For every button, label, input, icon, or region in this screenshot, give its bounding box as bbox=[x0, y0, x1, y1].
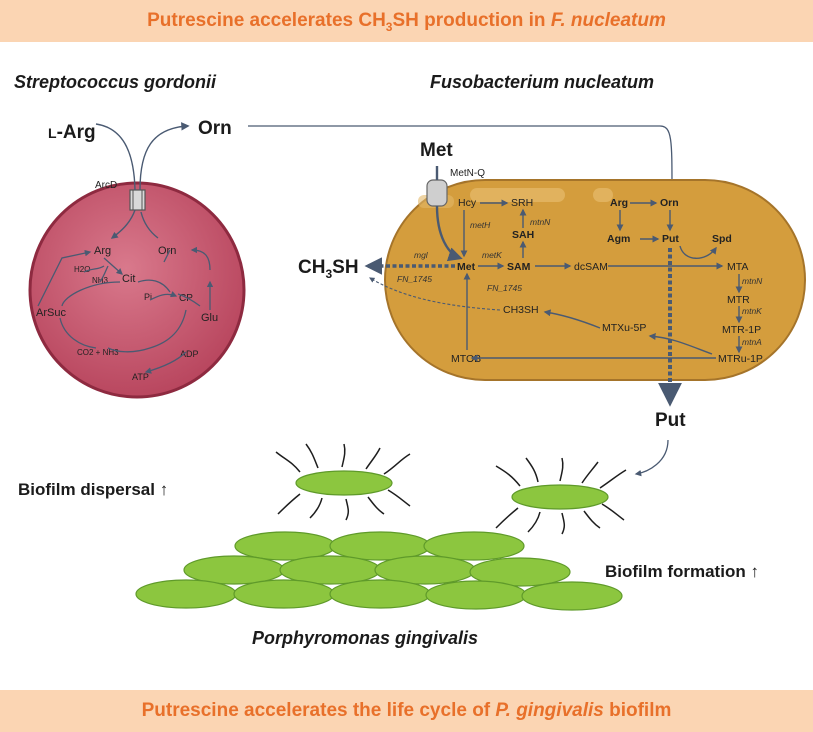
fn-ch3sh: CH3SH bbox=[503, 304, 539, 316]
sg-cp: CP bbox=[179, 293, 193, 304]
fn-enzyme-mtnk: mtnK bbox=[742, 306, 762, 316]
fn-enzyme-fn1745a: FN_1745 bbox=[397, 274, 432, 284]
fn-srh: SRH bbox=[511, 197, 533, 209]
top-banner-species: F. nucleatum bbox=[550, 10, 666, 31]
bottom-banner-species: P. gingivalis bbox=[495, 700, 604, 721]
bottom-banner: Putrescine accelerates the life cycle of… bbox=[0, 690, 813, 732]
fn-dcsam: dcSAM bbox=[574, 261, 608, 273]
biofilm-dispersal-label: Biofilm dispersal ↑ bbox=[18, 480, 169, 499]
top-banner-text-a: Putrescine accelerates CH bbox=[147, 10, 386, 31]
sg-arsuc: ArSuc bbox=[36, 307, 66, 319]
dispersing-bacterium-fimbriae bbox=[275, 443, 627, 535]
sg-co2nh3: CO2 + NH3 bbox=[77, 348, 119, 357]
fn-enzyme-mtnn2: mtnN bbox=[742, 276, 763, 286]
metnq-transporter-icon bbox=[426, 179, 448, 207]
top-banner: Putrescine accelerates CH3SH production … bbox=[0, 0, 813, 42]
pgingivalis-title: Porphyromonas gingivalis bbox=[252, 628, 479, 648]
fnucleatum-cell bbox=[384, 179, 806, 381]
top-banner-sub: 3 bbox=[385, 19, 393, 34]
arcd-label: ArcD bbox=[95, 180, 117, 191]
sg-arg: Arg bbox=[94, 245, 111, 257]
fn-enzyme-mtna: mtnA bbox=[742, 337, 762, 347]
fn-enzyme-mtnn: mtnN bbox=[530, 217, 551, 227]
fn-sah: SAH bbox=[512, 229, 534, 241]
met-outside-label: Met bbox=[420, 140, 453, 161]
ch3sh-outside-label: CH3SH bbox=[298, 257, 359, 281]
sgordonii-title: Streptococcus gordonii bbox=[14, 72, 217, 92]
fn-arg: Arg bbox=[610, 197, 628, 209]
fn-spd: Spd bbox=[712, 233, 732, 245]
sg-glu: Glu bbox=[201, 312, 218, 324]
fn-put: Put bbox=[662, 233, 679, 245]
sg-h2o: H2O bbox=[74, 265, 90, 274]
fn-sam: SAM bbox=[507, 261, 531, 273]
fn-mtob: MTOB bbox=[451, 353, 481, 365]
sg-pi: Pi bbox=[144, 292, 152, 302]
fn-orn: Orn bbox=[660, 197, 679, 209]
fn-hcy: Hcy bbox=[458, 197, 477, 209]
fn-enzyme-metk: metK bbox=[482, 250, 502, 260]
fn-mtr1p: MTR-1P bbox=[722, 324, 761, 336]
sg-atp: ATP bbox=[132, 372, 149, 382]
dispersing-bacteria bbox=[295, 470, 609, 510]
metnq-label: MetN-Q bbox=[450, 168, 485, 179]
top-banner-text-b: SH production in bbox=[392, 10, 551, 31]
pgingivalis-biofilm bbox=[135, 531, 623, 611]
fn-enzyme-fn1745b: FN_1745 bbox=[487, 283, 522, 293]
orn-outside-label: Orn bbox=[198, 118, 232, 139]
fn-met: Met bbox=[457, 261, 476, 273]
fn-enzyme-mgl: mgl bbox=[414, 250, 429, 260]
fn-agm: Agm bbox=[607, 233, 630, 245]
put-outside-label: Put bbox=[655, 410, 686, 431]
sg-cit: Cit bbox=[122, 273, 135, 285]
l-arg-label: L-Arg bbox=[48, 122, 96, 143]
fn-mtxu5p: MTXu-5P bbox=[602, 322, 646, 334]
bottom-banner-text-a: Putrescine accelerates the life cycle of bbox=[141, 700, 496, 721]
sgordonii-cell bbox=[28, 181, 246, 399]
biofilm-formation-label: Biofilm formation ↑ bbox=[605, 562, 759, 581]
sg-adp: ADP bbox=[180, 349, 199, 359]
fn-mtru1p: MTRu-1P bbox=[718, 353, 763, 365]
bottom-banner-text-b: biofilm bbox=[603, 700, 672, 721]
fn-enzyme-meth: metH bbox=[470, 220, 491, 230]
fnucleatum-title: Fusobacterium nucleatum bbox=[430, 72, 655, 92]
fn-mta: MTA bbox=[727, 261, 748, 273]
fn-mtr: MTR bbox=[727, 294, 750, 306]
sg-orn: Orn bbox=[158, 245, 176, 257]
arcd-transporter-icon bbox=[129, 189, 146, 211]
